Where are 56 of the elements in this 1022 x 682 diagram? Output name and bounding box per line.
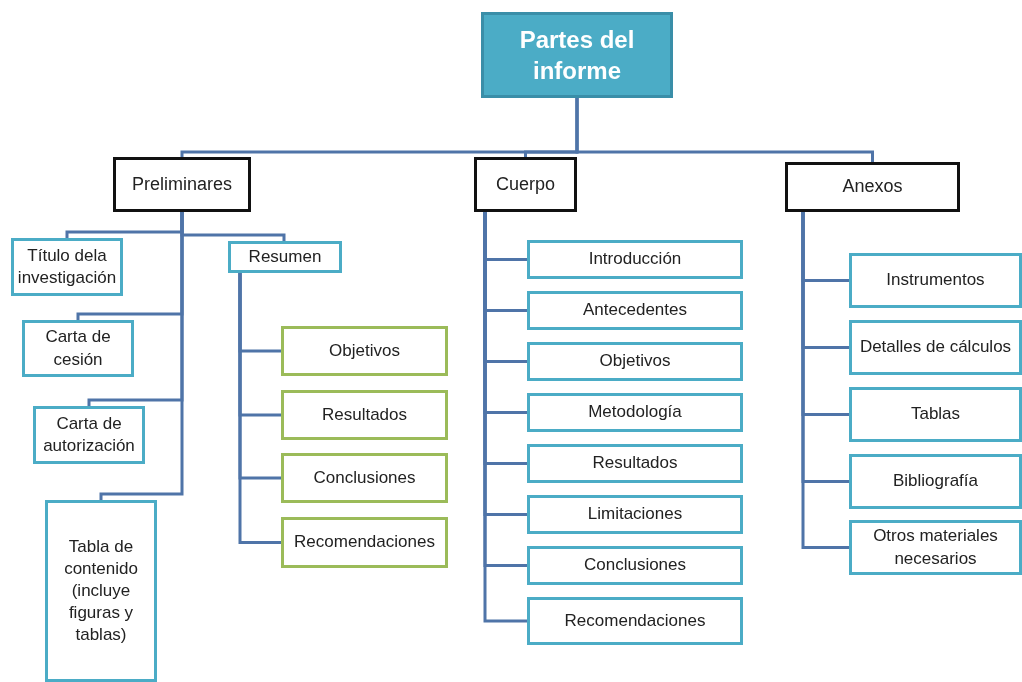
item-box xyxy=(527,393,743,432)
box-label: Antecedentes xyxy=(583,299,687,322)
box-label: Objetivos xyxy=(329,339,400,362)
item-box xyxy=(45,500,157,682)
connector-line xyxy=(238,273,281,544)
section-box xyxy=(474,157,577,212)
box-label: Introducción xyxy=(588,248,682,271)
item-box xyxy=(281,453,448,503)
item-box xyxy=(527,291,743,330)
item-box xyxy=(849,454,1022,509)
item-box xyxy=(527,240,743,279)
item-box xyxy=(527,546,743,585)
box-label: Detalles de cálculos xyxy=(859,336,1012,359)
box-label: Limitaciones xyxy=(587,503,683,526)
box-label: Conclusiones xyxy=(583,554,687,577)
box-label: Otros materiales necesarios xyxy=(872,525,999,570)
box-label: Metodología xyxy=(588,401,682,424)
box-label: Tablas xyxy=(910,403,961,426)
section-box xyxy=(113,157,251,212)
item-box xyxy=(33,406,145,464)
box-label: Recomendaciones xyxy=(294,531,435,554)
item-box xyxy=(527,342,743,381)
section-box xyxy=(785,162,960,212)
item-box xyxy=(849,387,1022,442)
box-label: Resumen xyxy=(248,245,322,268)
item-box xyxy=(527,597,743,645)
item-box xyxy=(281,390,448,440)
box-label: Recomendaciones xyxy=(564,609,706,632)
connector-line xyxy=(575,98,874,162)
item-box xyxy=(22,320,134,377)
box-label: Título dela investigación xyxy=(17,244,117,289)
item-box xyxy=(527,495,743,534)
box-label: Resultados xyxy=(321,403,408,426)
connector-line xyxy=(801,212,849,549)
connector-line xyxy=(180,212,286,241)
box-label: Carta de cesión xyxy=(44,326,112,371)
box-label: Instrumentos xyxy=(886,269,985,292)
box-label: Partes del informe xyxy=(518,24,636,86)
box-label: Anexos xyxy=(842,175,903,199)
box-label: Preliminares xyxy=(132,172,232,196)
item-box xyxy=(281,326,448,376)
item-box xyxy=(527,444,743,483)
item-box xyxy=(281,517,448,568)
item-box xyxy=(11,238,123,296)
box-label: Tabla de contenido (incluye figuras y tablas) xyxy=(63,535,139,647)
item-box xyxy=(228,241,342,273)
item-box xyxy=(849,520,1022,575)
box-label: Bibliografía xyxy=(892,470,979,493)
box-label: Cuerpo xyxy=(495,172,555,196)
box-label: Carta de autorización xyxy=(42,412,136,457)
item-box xyxy=(849,253,1022,308)
box-label: Objetivos xyxy=(599,350,671,373)
box-label: Resultados xyxy=(592,452,678,475)
title-box xyxy=(481,12,673,98)
item-box xyxy=(849,320,1022,375)
box-label: Conclusiones xyxy=(313,466,416,489)
